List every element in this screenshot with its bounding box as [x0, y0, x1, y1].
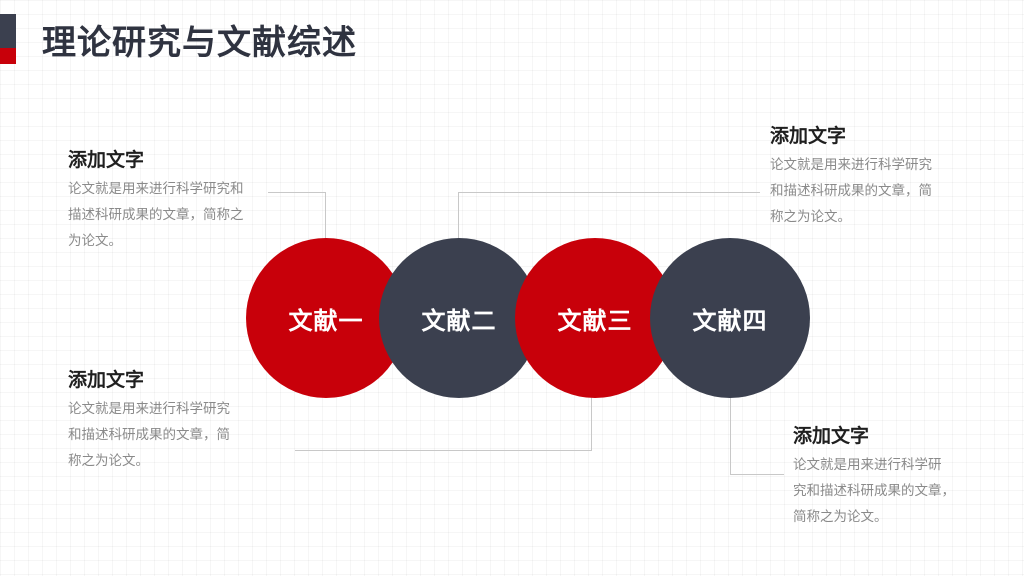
- text-block-bottom-right: 添加文字 论文就是用来进行科学研 究和描述科研成果的文章， 简称之为论文。: [793, 423, 993, 530]
- text-block-body: 论文就是用来进行科学研究 和描述科研成果的文章，简 称之为论文。: [68, 401, 230, 469]
- connector-line-4-v: [730, 396, 731, 475]
- slide-title: 理论研究与文献综述: [42, 23, 357, 63]
- circle-label-2: 文献二: [421, 306, 497, 335]
- connector-line-3-h: [295, 450, 592, 451]
- text-block-bottom-left: 添加文字 论文就是用来进行科学研究 和描述科研成果的文章，简 称之为论文。: [68, 367, 268, 474]
- text-block-body: 论文就是用来进行科学研究和 描述科研成果的文章，简称之 为论文。: [68, 181, 244, 249]
- text-block-heading: 添加文字: [770, 125, 847, 147]
- text-block-body: 论文就是用来进行科学研究 和描述科研成果的文章，简 称之为论文。: [770, 157, 932, 225]
- text-block-heading: 添加文字: [793, 425, 870, 447]
- text-block-heading: 添加文字: [68, 369, 145, 391]
- text-block-body: 论文就是用来进行科学研 究和描述科研成果的文章， 简称之为论文。: [793, 457, 955, 525]
- connector-line-2-v: [458, 192, 459, 240]
- connector-line-4-h: [730, 474, 784, 475]
- text-block-top-right: 添加文字 论文就是用来进行科学研究 和描述科研成果的文章，简 称之为论文。: [770, 123, 970, 230]
- text-block-heading: 添加文字: [68, 149, 145, 171]
- circle-label-3: 文献三: [557, 306, 633, 335]
- circle-literature-4: 文献四: [650, 238, 810, 398]
- connector-line-1-v: [325, 192, 326, 240]
- circle-label-1: 文献一: [288, 306, 364, 335]
- circle-literature-2: 文献二: [379, 238, 539, 398]
- connector-line-2-h: [458, 192, 760, 193]
- connector-line-1-h: [268, 192, 326, 193]
- corner-accent-red: [0, 48, 16, 64]
- text-block-top-left: 添加文字 论文就是用来进行科学研究和 描述科研成果的文章，简称之 为论文。: [68, 147, 268, 254]
- corner-accent-dark: [0, 14, 16, 48]
- circle-literature-3: 文献三: [515, 238, 675, 398]
- circle-label-4: 文献四: [692, 306, 768, 335]
- connector-line-3-v: [591, 396, 592, 450]
